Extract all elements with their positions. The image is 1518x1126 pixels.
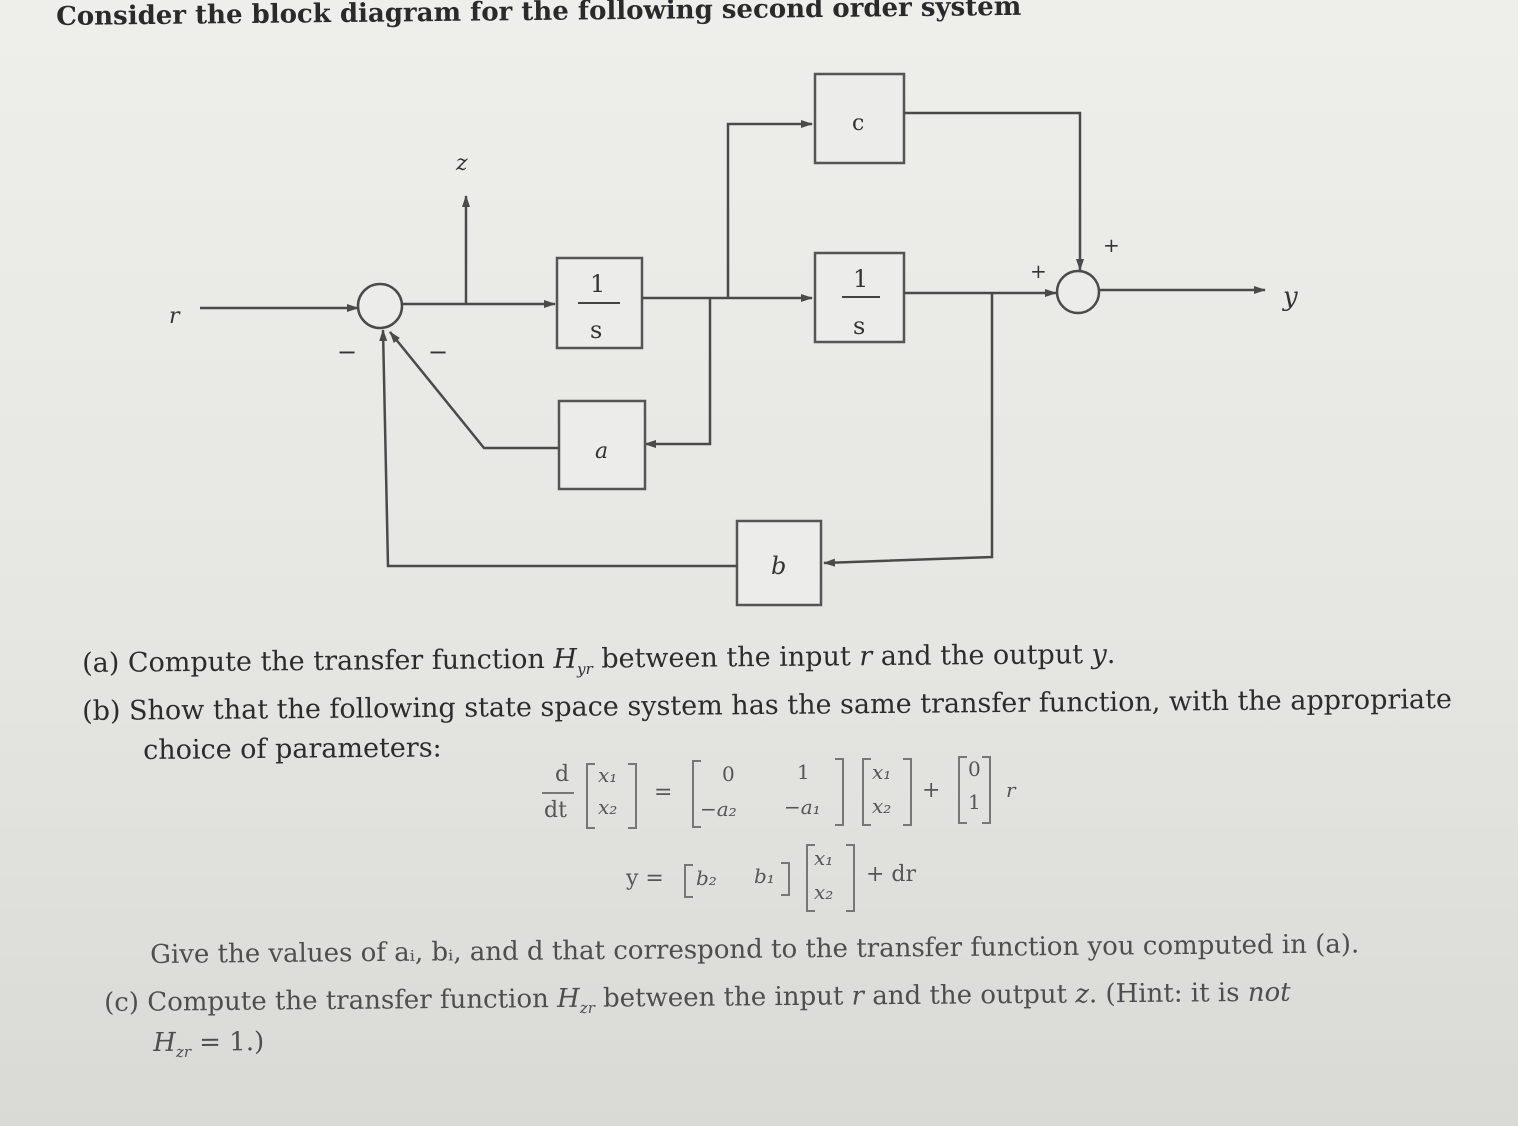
A22-cell: −a₁ — [784, 795, 821, 819]
B1-cell: 0 — [968, 757, 981, 781]
summing-junction-1 — [356, 282, 404, 330]
wire-a-sum1 — [389, 331, 559, 450]
bracket — [903, 758, 912, 826]
eq-plus: + — [922, 778, 941, 803]
bracket — [982, 756, 991, 824]
x1-cell: x₁ — [598, 763, 618, 787]
B2-cell: 1 — [968, 790, 981, 814]
bracket — [586, 763, 595, 829]
question-b-line2: choice of parameters: — [143, 732, 442, 766]
int2-denominator: s — [853, 312, 865, 340]
wire-to-c — [726, 120, 813, 298]
C1-cell: b₂ — [696, 866, 717, 890]
bracket — [781, 862, 790, 896]
c-block — [813, 72, 906, 165]
block-diagram: r y z 1 s 1 s c a b − − + + — [169, 72, 1298, 607]
sum1-sign-left: − — [337, 338, 357, 366]
wire-c-sum2 — [904, 111, 1084, 271]
eq-d: d — [555, 762, 570, 787]
b-label: b — [771, 552, 786, 580]
A12-cell: 1 — [797, 760, 810, 784]
question-c-line2: Hzr = 1.) — [153, 1027, 265, 1061]
z-label: z — [455, 151, 468, 176]
bracket — [862, 758, 871, 826]
sum2-sign-left: + — [1030, 259, 1047, 283]
eq-frac-bar — [542, 792, 574, 794]
sum2-sign-top: + — [1103, 233, 1120, 257]
y-equals: y = — [626, 866, 664, 891]
int1-numerator: 1 — [590, 270, 605, 298]
int2-numerator: 1 — [853, 265, 868, 293]
x1-cell: x₁ — [872, 760, 892, 784]
output-label: y — [1282, 282, 1298, 312]
x1-cell: x₁ — [814, 846, 834, 870]
C2-cell: b₁ — [754, 864, 775, 888]
int1-denominator: s — [590, 316, 602, 344]
c-label: c — [852, 111, 864, 136]
bracket — [835, 758, 844, 826]
x2-cell: x₂ — [598, 795, 618, 819]
bracket — [846, 844, 855, 912]
x2-cell: x₂ — [872, 794, 892, 818]
eq-dt: dt — [544, 798, 567, 823]
input-label: r — [169, 304, 181, 329]
sum1-sign-right: − — [428, 338, 448, 366]
a-block — [557, 399, 647, 491]
dr-term: + dr — [866, 862, 917, 887]
bracket — [806, 844, 815, 912]
A21-cell: −a₂ — [700, 797, 737, 821]
b-block — [735, 519, 823, 607]
question-b: (b) Show that the following state space … — [82, 684, 1453, 727]
r-cell: r — [1006, 778, 1016, 802]
wire-to-a — [644, 298, 712, 448]
summing-junction-2 — [1055, 269, 1101, 315]
a-label: a — [595, 439, 608, 464]
eq-equals: = — [654, 780, 673, 805]
question-a: (a) Compute the transfer function Hyr be… — [82, 638, 1116, 679]
x2-cell: x₂ — [814, 880, 834, 904]
A11-cell: 0 — [722, 762, 735, 786]
wire-to-b — [823, 293, 994, 567]
question-c: (c) Compute the transfer function Hzr be… — [104, 977, 1291, 1018]
wire-b-sum1 — [379, 329, 737, 568]
bracket — [692, 760, 701, 828]
bracket — [684, 864, 693, 898]
bracket — [958, 756, 967, 824]
bracket — [628, 763, 637, 829]
give-values-text: Give the values of aᵢ, bᵢ, and d that co… — [150, 929, 1360, 970]
